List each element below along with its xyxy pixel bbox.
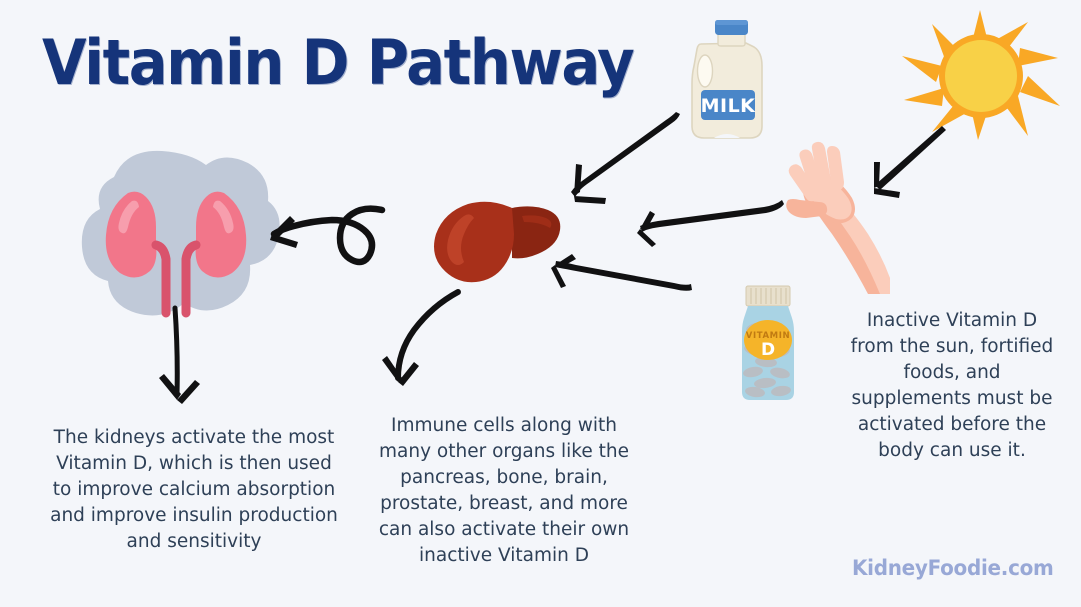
brand-watermark: KidneyFoodie.com [852,556,1054,580]
milk-jug-label [701,90,755,120]
liver-left-lobe [434,201,514,283]
sun-rays [902,10,1060,140]
arrow-milk-to-liver [566,112,686,204]
thumb [786,199,828,218]
kidneys-illustration [72,135,287,340]
ureter-left [151,240,171,318]
arrow-supplement-to-liver [548,254,694,296]
milk-jug-label-text: MILK [701,95,757,117]
inactive-vitamin-d-description-text: Inactive Vitamin D from the sun, fortifi… [850,310,1054,461]
milk-jug-illustration: MILK [684,14,770,142]
bottle-label [744,320,792,360]
kidney-description-text: The kidneys activate the most Vitamin D,… [50,427,338,552]
bottle-label-line2: D [761,340,775,360]
liver-highlight [447,214,474,265]
finger-middle [811,141,832,190]
finger-ring [799,149,823,195]
bottle-label-line1: VITAMIN [746,331,790,341]
milk-jug-handle [696,54,714,88]
sun-illustration [902,10,1062,140]
milk-jug-neck [717,31,746,47]
arrow-sun-to-arm [866,126,946,200]
arm-hand-shape [786,141,890,294]
finger-pinky [788,164,818,202]
finger-index [827,146,844,190]
bottle-cap [745,285,791,307]
page-title: Vitamin D Pathway [42,26,635,99]
arrow-kidneys-to-text [158,305,200,408]
ureter-right [181,240,201,318]
liver-illustration [428,196,568,290]
arrow-arm-to-liver [634,200,786,247]
kidney-right [195,191,247,278]
arrow-liver-to-kidneys [260,198,386,274]
arm-illustration [782,128,892,294]
immune-description-text: Immune cells along with many other organ… [378,415,630,566]
kidney-left [105,191,157,278]
supplement-bottle-illustration: VITAMIN D [724,284,812,404]
arrow-liver-to-immune [380,289,462,390]
liver-right-lobe [512,206,561,259]
